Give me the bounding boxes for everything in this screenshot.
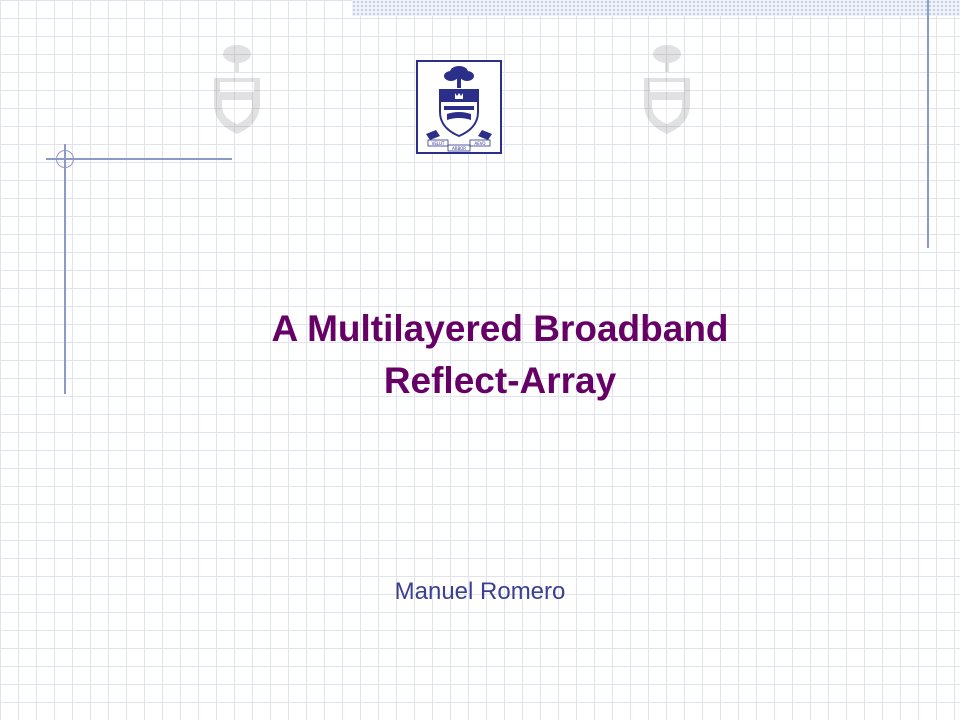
faded-crest-left-icon: [214, 45, 260, 134]
corner-vertical-rule: [64, 144, 66, 394]
crest-icon: VELUT AEVO ARBOR: [426, 66, 492, 152]
slide-title-line-1: A Multilayered Broadband: [271, 308, 729, 349]
faded-crest-right-icon: [644, 45, 690, 134]
crest-motto-right: AEVO: [474, 141, 485, 146]
slide-title: A Multilayered Broadband Reflect-Array: [120, 303, 880, 407]
university-crest: VELUT AEVO ARBOR: [416, 60, 502, 154]
crest-motto-left: VELUT: [432, 141, 445, 146]
author-name: Manuel Romero: [394, 578, 566, 605]
crest-motto-bottom: ARBOR: [452, 146, 466, 151]
top-decorative-band: [352, 0, 960, 16]
right-vertical-rule: [927, 0, 929, 248]
corner-circle-ornament: [56, 150, 74, 168]
slide-title-line-2: Reflect-Array: [383, 360, 617, 401]
corner-horizontal-rule: [46, 158, 232, 160]
